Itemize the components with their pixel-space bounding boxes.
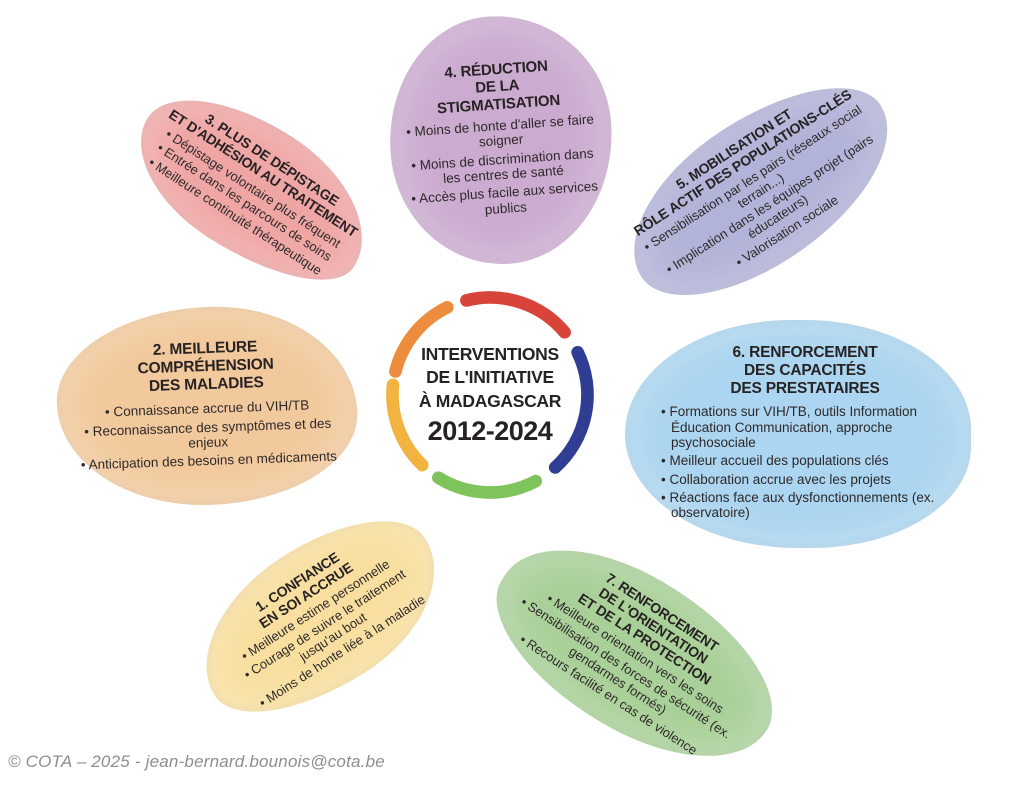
bullet-item: Réactions face aux dysfonctionnements (e… bbox=[659, 490, 951, 521]
center-title-line: DE L'INITIATIVE bbox=[426, 367, 554, 388]
center-title-line: INTERVENTIONS bbox=[421, 344, 559, 365]
petal-content: 2. MEILLEURE COMPRÉHENSION DES MALADIES … bbox=[55, 329, 360, 483]
arc-blue-icon bbox=[548, 345, 594, 474]
petal-title-line: DES CAPACITÉS bbox=[744, 362, 866, 380]
petal-mobilisation: 5. MOBILISATION ET RÔLE ACTIF DES POPULA… bbox=[598, 50, 924, 332]
petal-title-line: 6. RENFORCEMENT bbox=[732, 344, 878, 362]
arc-green-icon bbox=[431, 471, 543, 499]
petal-title: 6. RENFORCEMENT DES CAPACITÉS DES PRESTA… bbox=[659, 344, 951, 398]
arc-orange-icon bbox=[389, 301, 454, 378]
petal-content: 5. MOBILISATION ET RÔLE ACTIF DES POPULA… bbox=[603, 57, 919, 324]
bullet-item: Formations sur VIH/TB, outils Informatio… bbox=[659, 404, 951, 450]
petal-stigmatisation: 4. RÉDUCTION DE LA STIGMATISATION Moins … bbox=[381, 8, 621, 272]
petal-orientation-protection: 7. RENFORCEMENT DE L'ORIENTATION ET DE L… bbox=[466, 507, 804, 787]
arc-yellow-icon bbox=[386, 378, 429, 472]
copyright-credit: © COTA – 2025 - jean-bernard.bounois@cot… bbox=[8, 752, 385, 771]
bullet-item: Collaboration accrue avec les projets bbox=[659, 472, 951, 487]
petal-title-line: DES PRESTATAIRES bbox=[730, 380, 880, 398]
petal-comprehension: 2. MEILLEURE COMPRÉHENSION DES MALADIES … bbox=[53, 301, 361, 511]
petal-confiance: 1. CONFIANCE EN SOI ACCRUE Meilleure est… bbox=[171, 486, 469, 748]
center-ring: INTERVENTIONS DE L'INITIATIVE À MADAGASC… bbox=[373, 278, 607, 512]
center-title: INTERVENTIONS DE L'INITIATIVE À MADAGASC… bbox=[418, 343, 562, 446]
petal-depistage: 3. PLUS DE DÉPISTAGE ET D'ADHÉSION AU TR… bbox=[111, 65, 395, 313]
petal-title: 2. MEILLEURE COMPRÉHENSION DES MALADIES bbox=[69, 336, 343, 399]
petal-title: 4. RÉDUCTION DE LA STIGMATISATION bbox=[399, 54, 596, 120]
petal-content: 6. RENFORCEMENT DES CAPACITÉS DES PRESTA… bbox=[625, 336, 971, 532]
center-years: 2012-2024 bbox=[427, 415, 553, 446]
petal-content: 7. RENFORCEMENT DE L'ORIENTATION ET DE L… bbox=[472, 517, 797, 787]
petal-content: 1. CONFIANCE EN SOI ACCRUE Meilleure est… bbox=[179, 498, 460, 735]
center-ring-arcs bbox=[386, 291, 594, 499]
center-title-line: À MADAGASCAR bbox=[418, 390, 562, 411]
arc-red-icon bbox=[460, 291, 572, 339]
petal-prestataires: 6. RENFORCEMENT DES CAPACITÉS DES PRESTA… bbox=[625, 320, 971, 548]
petal-content: 3. PLUS DE DÉPISTAGE ET D'ADHÉSION AU TR… bbox=[120, 79, 386, 299]
petal-content: 4. RÉDUCTION DE LA STIGMATISATION Moins … bbox=[384, 47, 617, 232]
bullet-item: Meilleur accueil des populations clés bbox=[659, 453, 951, 468]
